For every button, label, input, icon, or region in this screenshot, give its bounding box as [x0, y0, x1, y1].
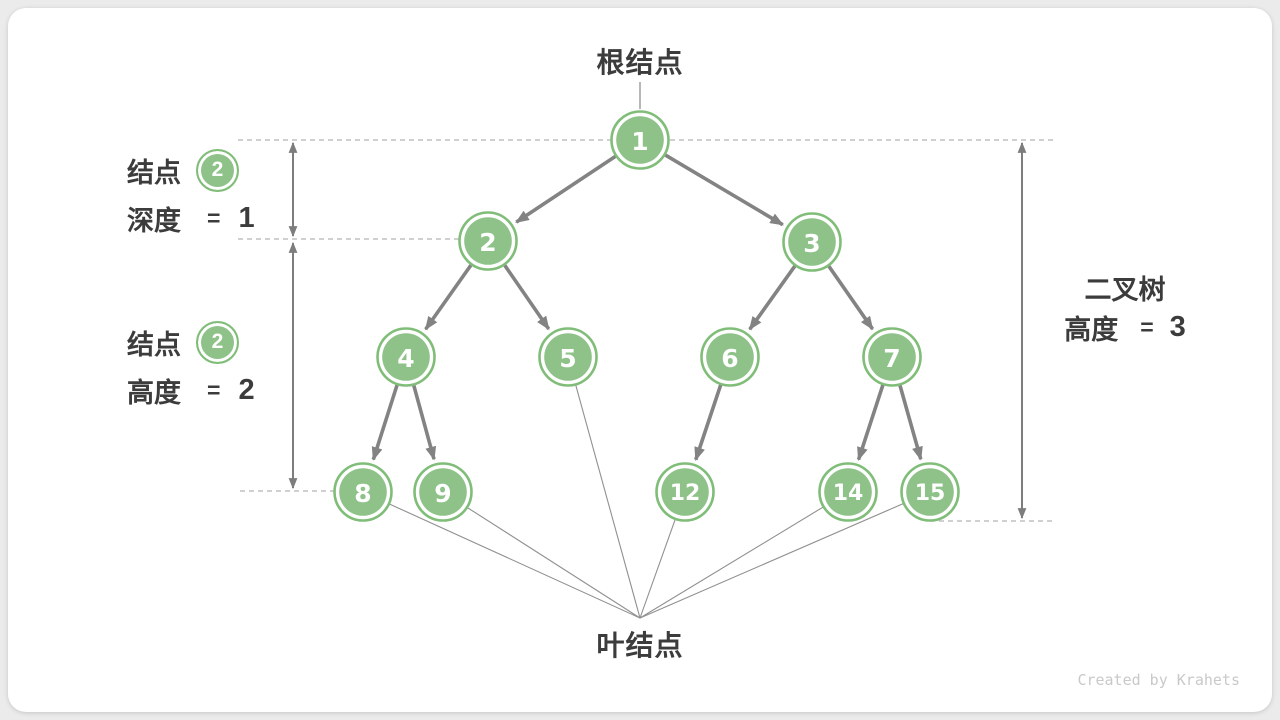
node-badge: 2: [196, 320, 239, 364]
leaf-line: [442, 491, 641, 619]
equals-sign: =: [207, 204, 221, 231]
tree-node: 14: [818, 462, 878, 522]
node-height-label: 结点: [127, 329, 181, 360]
equals-sign: =: [1140, 313, 1154, 340]
tree-node: 3: [782, 212, 842, 272]
node-value: 1: [631, 127, 648, 156]
leaf-line: [567, 356, 641, 619]
tree-height-row2: 高度 = 3: [1040, 307, 1210, 347]
node-value: 6: [721, 344, 738, 373]
tree-height-title: 二叉树: [1084, 274, 1166, 305]
node-value: 5: [559, 344, 576, 373]
tree-height-annotation: 二叉树 高度 = 3: [1040, 267, 1210, 347]
leaf-line: [362, 491, 641, 619]
tree-node: 15: [900, 462, 960, 522]
node-depth-value: 1: [238, 201, 255, 234]
tree-height-row1: 二叉树: [1040, 267, 1210, 307]
tree-node: 7: [862, 327, 922, 387]
root-node-label: 根结点: [596, 47, 684, 78]
tree-edge: [644, 141, 784, 227]
leaf-line: [639, 491, 931, 619]
node-height-value: 2: [238, 373, 255, 406]
node-value: 7: [883, 344, 900, 373]
node-value: 12: [670, 481, 701, 506]
node-value: 9: [434, 479, 451, 508]
tree-node: 1: [610, 110, 670, 170]
node-value: 2: [479, 228, 496, 257]
tree-node: 9: [413, 462, 473, 522]
node-depth-annotation: 结点 2 深度 = 1: [127, 146, 255, 242]
tree-height-metric: 高度: [1064, 314, 1119, 345]
node-value: 3: [803, 229, 820, 258]
tree-node: 5: [538, 327, 598, 387]
node-depth-metric: 深度: [127, 205, 181, 236]
node-badge: 2: [196, 148, 239, 192]
node-height-annotation: 结点 2 高度 = 2: [127, 318, 255, 414]
equals-sign: =: [207, 376, 221, 403]
tree-node: 12: [655, 462, 715, 522]
tree-node: 2: [458, 211, 518, 271]
node-depth-row1: 结点 2: [127, 146, 255, 194]
node-value: 15: [915, 481, 946, 506]
leaf-line: [639, 491, 849, 619]
tree-node: 4: [376, 327, 436, 387]
node-depth-row2: 深度 = 1: [127, 194, 255, 242]
node-height-row1: 结点 2: [127, 318, 255, 366]
node-height-metric: 高度: [127, 377, 181, 408]
tree-node: 6: [700, 327, 760, 387]
node-value: 14: [833, 481, 864, 506]
leaf-node-label: 叶结点: [596, 630, 684, 661]
watermark-credit: Created by Krahets: [1077, 671, 1240, 689]
tree-node: 8: [333, 462, 393, 522]
node-depth-label: 结点: [127, 157, 181, 188]
node-height-row2: 高度 = 2: [127, 366, 255, 414]
tree-height-value: 3: [1169, 310, 1186, 343]
node-value: 8: [354, 479, 371, 508]
node-value: 4: [397, 344, 414, 373]
